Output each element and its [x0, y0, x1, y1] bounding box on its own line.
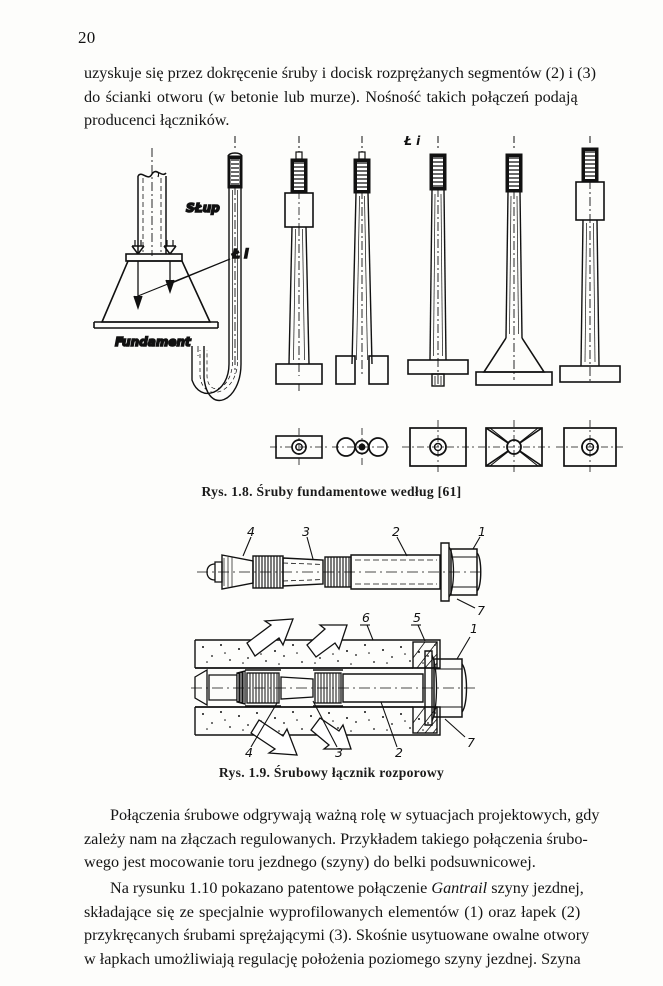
leader-4-lower: 4: [245, 745, 253, 760]
annotation-top-label: Ł i: [403, 134, 421, 148]
annotation-bolt: Ł i: [231, 247, 249, 261]
concrete-stipple: [202, 644, 436, 732]
paragraph-body-2: Na rysunku 1.10 pokazano patentowe połąc…: [84, 877, 590, 971]
plan-view-rectangle-with-hole: [270, 428, 328, 468]
figure-1-9: 4 3 2 1 7: [185, 524, 525, 760]
leader-2-lower: 2: [395, 745, 403, 760]
page-number: 20: [78, 28, 96, 47]
plan-view-square-with-cross: [478, 420, 550, 474]
leader-3-lower: 3: [335, 745, 343, 760]
paragraph-line: producenci łączników.: [84, 111, 230, 129]
paragraph-line: składające się ze specjalnie wyprofilowa…: [84, 902, 581, 921]
annotation-foundation: Fundament: [115, 335, 192, 349]
leader-1-upper: 1: [478, 524, 486, 539]
paragraph-body-1: Połączenia śrubowe odgrywają ważną rolę …: [84, 804, 600, 875]
figure-1-9-leaders-lower: [250, 624, 471, 748]
plan-view-square-with-hole: [402, 420, 474, 474]
column-foundation-sketch: SŁup Ł i Fundament: [93, 148, 250, 350]
paragraph-top: uzyskuje się przez dokręcenie śruby i do…: [84, 62, 596, 133]
paragraph-line: Połączenia śrubowe odgrywają ważną rolę …: [110, 806, 600, 824]
leader-4-upper: 4: [247, 524, 255, 539]
plan-view-square-with-hole-2: [556, 420, 624, 474]
paragraph-line: w łapkach umożliwiają regulację położeni…: [84, 949, 581, 968]
leader-7-upper: 7: [477, 603, 485, 618]
bolt-type-flat-foot: [556, 136, 624, 474]
paragraph-line: wego jest mocowanie toru jezdnego (szyny…: [84, 853, 536, 871]
leader-3-upper: 3: [302, 524, 310, 539]
expansion-bolt-assembly: [197, 542, 485, 602]
figure-1-9-leaders-upper: [242, 536, 481, 609]
installed-bolt-section: [191, 639, 475, 736]
paragraph-line: zależy nam na złączach regulowanych. Prz…: [84, 829, 588, 848]
leader-2-upper: 2: [392, 524, 400, 539]
paragraph-line: uzyskuje się przez dokręcenie śruby i do…: [84, 64, 596, 82]
figure-1-9-caption: Rys. 1.9. Śrubowy łącznik rozporowy: [218, 765, 445, 780]
paragraph-line: przykręcanych śrubami sprężającymi (3). …: [84, 926, 590, 944]
paragraph-line: do ścianki otworu (w betonie lub murze).…: [84, 87, 578, 106]
leader-5-lower: 5: [413, 610, 421, 625]
expansion-force-arrows: [246, 618, 352, 756]
bolt-type-washer-plate: [402, 136, 474, 474]
bolt-type-rect-plate: [270, 136, 328, 468]
figure-1-8-caption: Rys. 1.8. Śruby fundamentowe według [61]: [201, 484, 462, 499]
annotation-column: SŁup: [186, 201, 220, 215]
figure-1-8: Ł i: [72, 128, 632, 478]
bolt-type-cone-anchor: [475, 136, 553, 474]
paragraph-line: Na rysunku 1.10 pokazano patentowe połąc…: [110, 879, 584, 897]
plan-view-two-circles: [332, 428, 392, 468]
leader-6-lower: 6: [362, 610, 370, 625]
leader-7-lower: 7: [467, 735, 475, 750]
bolt-type-j-hook: [191, 136, 243, 401]
bolt-type-two-blocks: [332, 136, 392, 468]
leader-1-lower: 1: [470, 621, 478, 636]
